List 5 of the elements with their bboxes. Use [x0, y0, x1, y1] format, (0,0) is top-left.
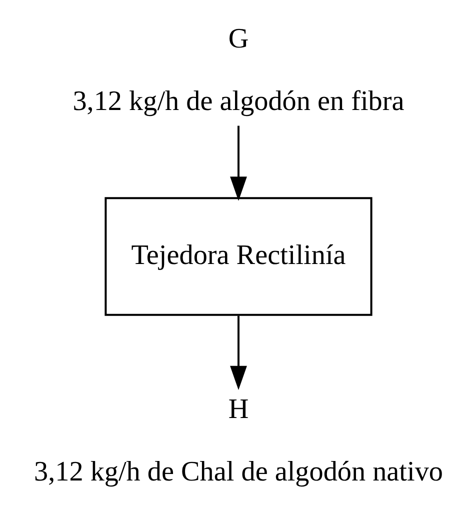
arrow [230, 125, 246, 200]
node-text: H 3,12 kg/h de Chal de algodón nativo [34, 393, 442, 487]
node-box: Tejedora Rectilinía [104, 196, 372, 316]
arrow [230, 315, 246, 390]
node-text: G 3,12 kg/h de algodón en fibra [72, 23, 404, 117]
